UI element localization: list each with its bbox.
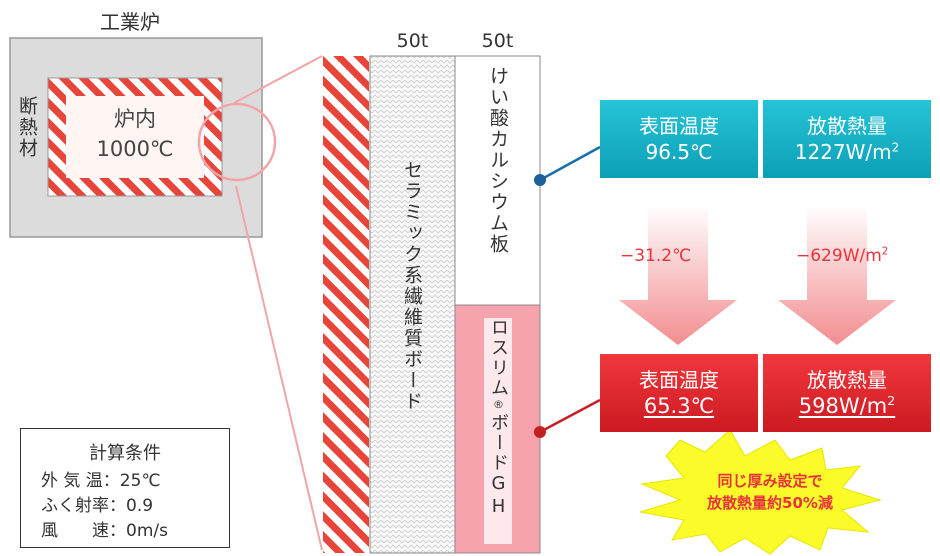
condition-row-emissivity: ふく射率：0.9 [41, 496, 154, 516]
hot-face-layer [323, 56, 369, 553]
heat-reduction-arrow [778, 205, 896, 345]
before-temp-box: 表面温度 96.5℃ [600, 100, 758, 178]
before-heat-value: 1227W/m2 [794, 140, 900, 164]
temp-difference: −31.2℃ [620, 246, 692, 266]
temp-reduction-arrow [619, 205, 737, 345]
inside-label: 炉内 [114, 107, 156, 131]
calcium-board-label: けい酸カルシウム板 [487, 66, 509, 255]
burst-line-1: 同じ厚み設定で [717, 472, 823, 490]
before-temp-label: 表面温度 [639, 114, 719, 138]
conditions-box: 計算条件 外 気 温：25℃ ふく射率：0.9 風 速：0m/s [20, 428, 230, 548]
after-temp-value: 65.3℃ [643, 394, 715, 418]
registered-mark: ® [492, 398, 505, 413]
furnace-title: 工業炉 [100, 10, 160, 34]
insulation-label: 断熱材 [16, 96, 38, 159]
calcium-board-layer [454, 55, 541, 306]
ceramic-board-label: セラミック系繊維質ボード [401, 160, 423, 412]
burst-line-2: 放散熱量約50%減 [707, 494, 833, 512]
furnace-inside-label: 炉内 1000℃ [66, 104, 204, 164]
zoom-circle [197, 102, 277, 182]
rosulim-board-label: ロスリム®ボードGH [484, 318, 512, 519]
conditions-title: 計算条件 [89, 443, 161, 464]
condition-row-outdoor-temp: 外 気 温：25℃ [41, 471, 161, 491]
before-heat-box: 放散熱量 1227W/m2 [763, 100, 931, 178]
before-heat-label: 放散熱量 [807, 114, 887, 138]
thickness-right-label: 50t [481, 30, 514, 52]
condition-row-wind-speed: 風 速：0m/s [41, 521, 168, 541]
after-temp-label: 表面温度 [639, 368, 719, 392]
ceramic-board-layer [369, 55, 456, 554]
after-heat-label: 放散熱量 [807, 368, 887, 392]
burst-text: 同じ厚み設定で 放散熱量約50%減 [670, 470, 870, 514]
rosulim-connector-dot [534, 426, 546, 438]
before-temp-value: 96.5℃ [645, 140, 713, 164]
rosulim-board-suffix: ボードGH [488, 413, 509, 519]
calcium-connector-dot [534, 174, 546, 186]
after-temp-box: 表面温度 65.3℃ [600, 354, 758, 432]
highlight-burst [639, 429, 882, 555]
after-heat-value: 598W/m2 [798, 393, 896, 418]
inside-temp: 1000℃ [96, 137, 174, 161]
rosulim-name: ロスリム [488, 318, 509, 398]
heat-difference: −629W/m2 [796, 246, 889, 266]
after-heat-box: 放散熱量 598W/m2 [763, 354, 931, 432]
thickness-left-label: 50t [396, 30, 429, 52]
